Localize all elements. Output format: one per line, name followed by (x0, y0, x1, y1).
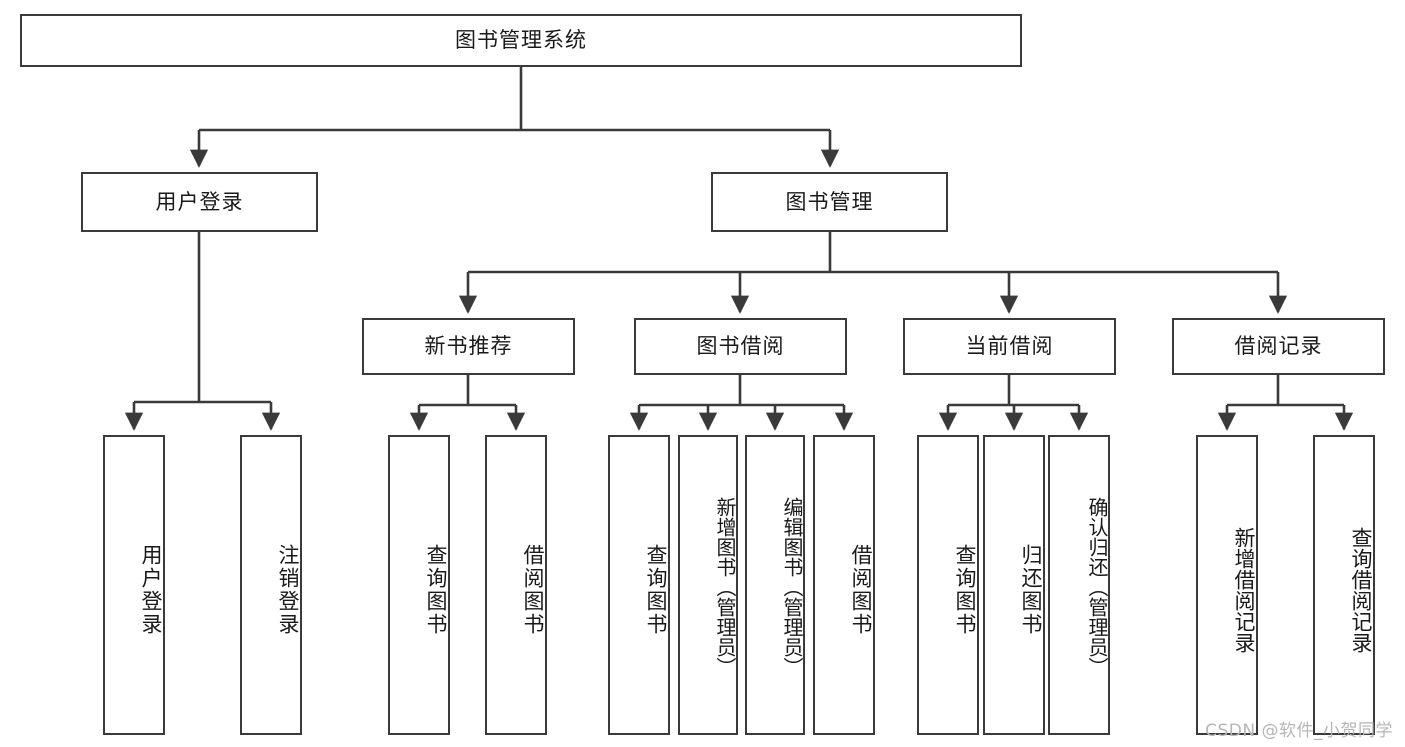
leaf-borrow-query-book-label: 查询图书 (644, 544, 668, 636)
leaf-borrow-edit-book-admin-label: 编辑图书（管理员） (780, 497, 804, 677)
leaf-current-query-book[interactable]: 查询图书 (917, 435, 979, 735)
leaf-borrow-lend-book-label: 借阅图书 (849, 544, 873, 636)
node-current-borrow[interactable]: 当前借阅 (903, 318, 1116, 375)
leaf-records-add-record[interactable]: 新增借阅记录 (1196, 435, 1258, 735)
node-current-borrow-label: 当前借阅 (965, 334, 1054, 359)
node-book-management-label: 图书管理 (785, 189, 874, 214)
node-book-management[interactable]: 图书管理 (711, 172, 948, 232)
node-root-label: 图书管理系统 (455, 28, 587, 53)
csdn-watermark: CSDN @软件_小贺同学 (1205, 721, 1393, 741)
leaf-records-query-record-label: 查询借阅记录 (1349, 527, 1373, 653)
node-user-login-label: 用户登录 (155, 189, 244, 214)
leaf-current-return-book[interactable]: 归还图书 (983, 435, 1045, 735)
leaf-user-login-label: 用户登录 (139, 544, 163, 636)
leaf-borrow-query-book[interactable]: 查询图书 (608, 435, 670, 735)
node-book-borrow-label: 图书借阅 (696, 334, 785, 359)
leaf-newbook-borrow-book-label: 借阅图书 (521, 544, 545, 636)
leaf-newbook-query-book-label: 查询图书 (424, 544, 448, 636)
node-borrow-records-label: 借阅记录 (1234, 334, 1323, 359)
leaf-records-query-record[interactable]: 查询借阅记录 (1313, 435, 1375, 735)
node-new-book-recommend-label: 新书推荐 (424, 334, 513, 359)
leaf-current-confirm-return-admin[interactable]: 确认归还（管理员） (1048, 435, 1110, 735)
node-borrow-records[interactable]: 借阅记录 (1172, 318, 1385, 375)
leaf-records-add-record-label: 新增借阅记录 (1232, 527, 1256, 653)
leaf-user-login[interactable]: 用户登录 (103, 435, 165, 735)
node-root[interactable]: 图书管理系统 (20, 14, 1022, 67)
node-user-login[interactable]: 用户登录 (81, 172, 318, 232)
leaf-user-logout-label: 注销登录 (276, 544, 300, 636)
leaf-user-logout[interactable]: 注销登录 (240, 435, 302, 735)
leaf-borrow-edit-book-admin[interactable]: 编辑图书（管理员） (745, 435, 805, 735)
leaf-current-confirm-return-admin-label: 确认归还（管理员） (1085, 497, 1109, 677)
leaf-borrow-add-book-admin-label: 新增图书（管理员） (713, 497, 737, 677)
leaf-newbook-borrow-book[interactable]: 借阅图书 (485, 435, 547, 735)
leaf-newbook-query-book[interactable]: 查询图书 (388, 435, 450, 735)
leaf-borrow-add-book-admin[interactable]: 新增图书（管理员） (678, 435, 738, 735)
node-book-borrow[interactable]: 图书借阅 (634, 318, 847, 375)
leaf-current-query-book-label: 查询图书 (953, 544, 977, 636)
leaf-current-return-book-label: 归还图书 (1019, 544, 1043, 636)
leaf-borrow-lend-book[interactable]: 借阅图书 (813, 435, 875, 735)
node-new-book-recommend[interactable]: 新书推荐 (362, 318, 575, 375)
